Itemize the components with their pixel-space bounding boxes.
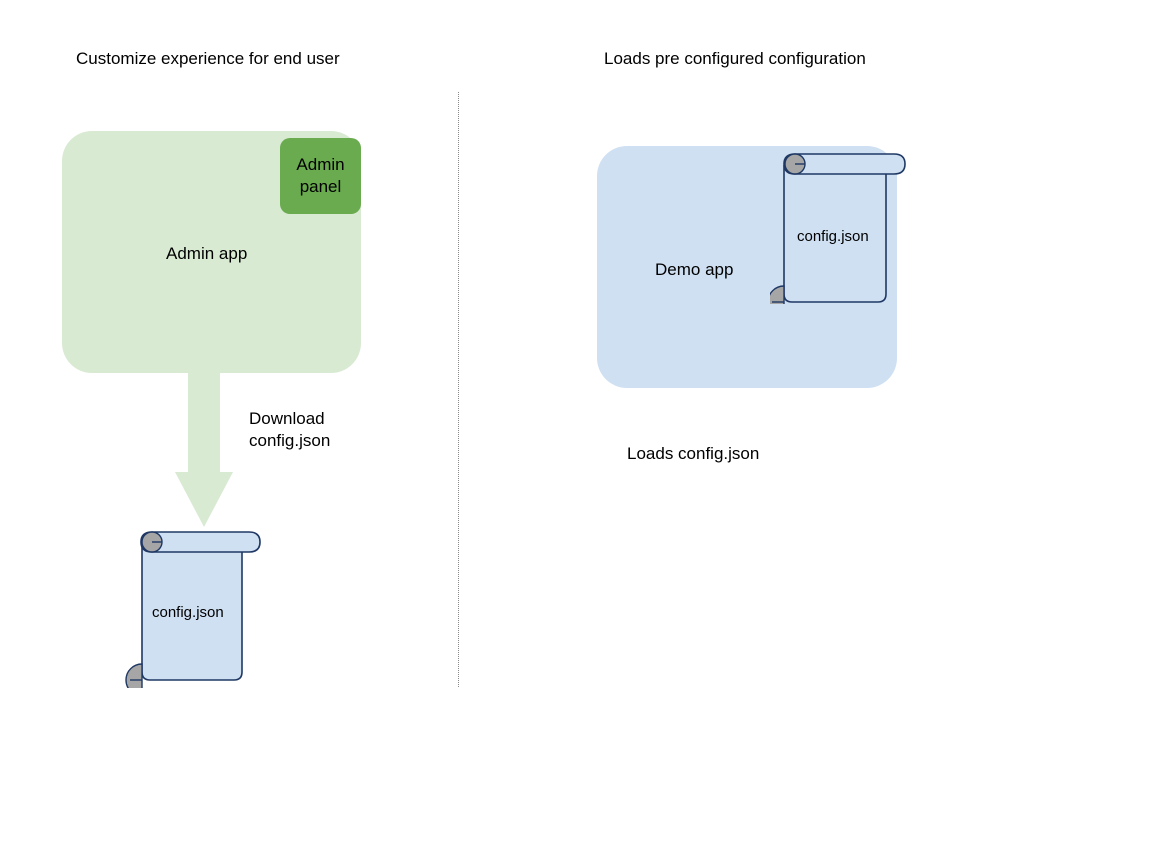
vertical-dotted-divider (458, 92, 459, 687)
download-arrow-label: Download config.json (249, 408, 330, 452)
demo-app-box[interactable] (597, 146, 897, 388)
admin-panel-label: Admin panel (296, 154, 344, 198)
config-json-document-right[interactable] (770, 152, 910, 304)
config-json-label-left: config.json (152, 604, 224, 621)
left-section-title: Customize experience for end user (76, 49, 340, 68)
download-arrow-label-line1: Download (249, 409, 325, 428)
config-json-label-right: config.json (797, 228, 869, 245)
admin-panel-label-line1: Admin (296, 155, 345, 174)
demo-app-label: Demo app (655, 260, 734, 279)
admin-app-label: Admin app (166, 244, 248, 263)
admin-panel-label-line2: panel (299, 177, 342, 196)
download-arrow-label-line2: config.json (249, 431, 331, 450)
config-json-document-left[interactable] (120, 528, 265, 688)
loads-config-caption: Loads config.json (627, 444, 760, 463)
admin-panel-box[interactable]: Admin panel (280, 138, 361, 214)
down-arrow-icon (175, 372, 233, 527)
right-section-title: Loads pre configured configuration (604, 49, 866, 68)
